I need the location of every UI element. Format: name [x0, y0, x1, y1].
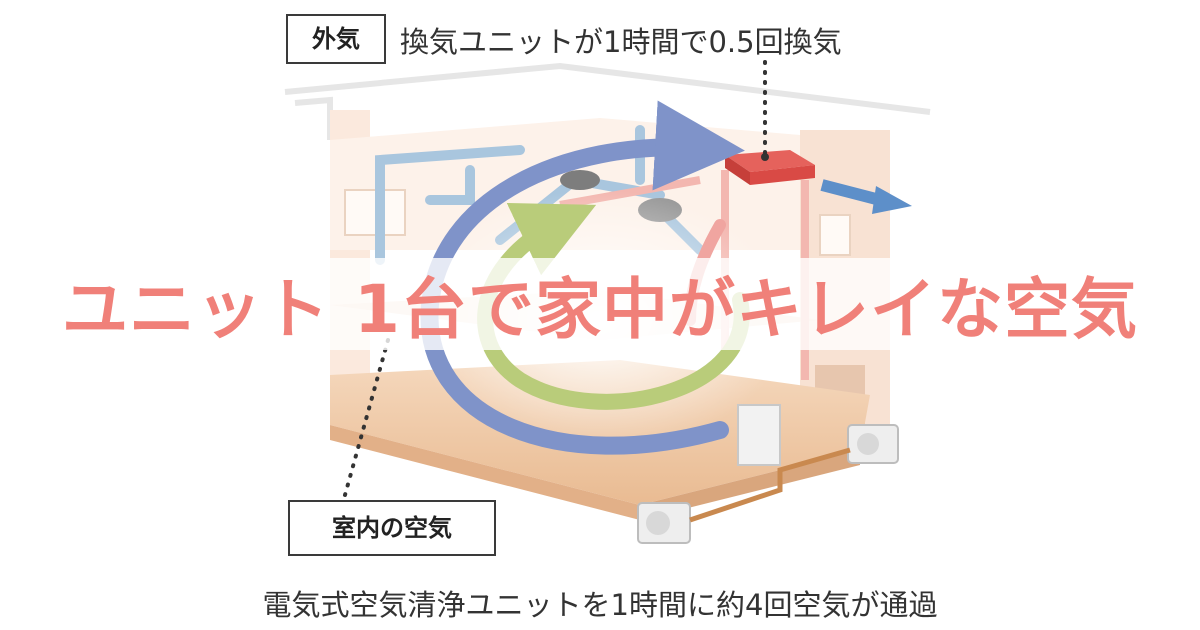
indoor-air-leader-line	[343, 338, 390, 497]
exhaust-arrow	[820, 179, 912, 214]
indoor-air-label: 室内の空気	[288, 500, 496, 556]
outdoor-ac-units	[637, 404, 899, 544]
headline: ユニット 1台で家中がキレイな空気	[62, 271, 1138, 348]
outer-air-caption: 換気ユニットが1時間で0.5回換気	[400, 25, 842, 59]
headline-band	[40, 258, 1160, 350]
leader-lines	[343, 60, 769, 497]
outer-air-label: 外気	[286, 14, 386, 64]
indoor-air-caption: 電気式空気清浄ユニットを1時間に約4回空気が通過	[262, 588, 938, 622]
